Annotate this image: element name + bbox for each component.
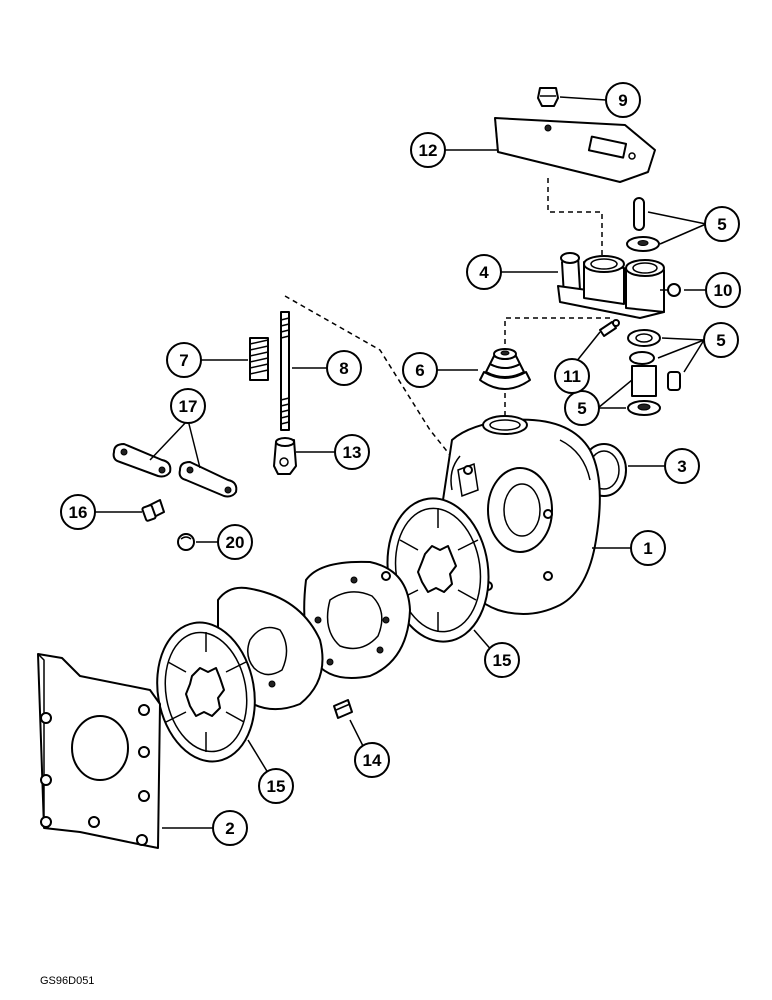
part-6-boot xyxy=(479,348,531,390)
callout-label: 4 xyxy=(479,263,489,282)
callout-label: 2 xyxy=(225,819,234,838)
callout-20: 20 xyxy=(217,524,253,560)
callout-label: 20 xyxy=(226,533,245,552)
callout-7: 7 xyxy=(166,342,202,378)
callout-label: 10 xyxy=(714,281,733,300)
part-17-links xyxy=(112,443,238,498)
callout-8: 8 xyxy=(326,350,362,386)
callout-label: 9 xyxy=(618,91,627,110)
callout-label: 5 xyxy=(716,331,725,350)
part-2-mounting-plate xyxy=(37,653,161,849)
part-9-nut xyxy=(537,87,559,107)
part-4-lever-housing xyxy=(557,252,665,319)
callout-3: 3 xyxy=(664,448,700,484)
callout-9: 9 xyxy=(605,82,641,118)
part-15-friction-disc-lower xyxy=(156,621,256,763)
callout-label: 15 xyxy=(493,651,512,670)
callout-label: 3 xyxy=(677,457,686,476)
callout-label: 6 xyxy=(415,361,424,380)
part-14-screw xyxy=(333,699,353,719)
callout-1: 1 xyxy=(630,530,666,566)
part-12-cover-plate xyxy=(494,117,656,183)
callout-label: 8 xyxy=(339,359,348,378)
part-7-spring xyxy=(249,337,269,381)
callout-5-mid: 5 xyxy=(703,322,739,358)
callout-5-top: 5 xyxy=(704,206,740,242)
callout-13: 13 xyxy=(334,434,370,470)
callout-12: 12 xyxy=(410,132,446,168)
part-16-bolt xyxy=(141,499,165,522)
callout-5-low: 5 xyxy=(564,390,600,426)
callout-label: 12 xyxy=(419,141,438,160)
callout-label: 11 xyxy=(563,367,581,386)
callout-15-upper: 15 xyxy=(484,642,520,678)
part-20-ball xyxy=(177,533,195,551)
part-5-seals-spring xyxy=(627,329,681,416)
part-10-fitting xyxy=(660,283,681,297)
part-13-clevis xyxy=(273,437,297,475)
callout-label: 14 xyxy=(363,751,382,770)
callout-label: 17 xyxy=(179,397,198,416)
callouts: 9 12 5 4 10 5 5 6 11 7 8 17 16 20 13 3 1… xyxy=(60,82,741,846)
callout-label: 15 xyxy=(267,777,286,796)
assembly-dashed-lines xyxy=(284,178,610,471)
callout-15-lower: 15 xyxy=(258,768,294,804)
callout-16: 16 xyxy=(60,494,96,530)
callout-label: 5 xyxy=(577,399,586,418)
callout-11: 11 xyxy=(554,358,590,394)
part-8-threaded-rod xyxy=(280,311,290,431)
callout-17: 17 xyxy=(170,388,206,424)
callout-label: 16 xyxy=(69,503,88,522)
callout-6: 6 xyxy=(402,352,438,388)
callout-label: 7 xyxy=(179,351,188,370)
callout-14: 14 xyxy=(354,742,390,778)
document-code: GS96D051 xyxy=(40,975,94,987)
callout-10: 10 xyxy=(705,272,741,308)
callout-2: 2 xyxy=(212,810,248,846)
callout-4: 4 xyxy=(466,254,502,290)
part-5-pin-washer-top xyxy=(626,197,660,252)
part-11-valve xyxy=(599,319,620,337)
callout-label: 5 xyxy=(717,215,726,234)
callout-label: 1 xyxy=(643,539,652,558)
callout-label: 13 xyxy=(343,443,362,462)
